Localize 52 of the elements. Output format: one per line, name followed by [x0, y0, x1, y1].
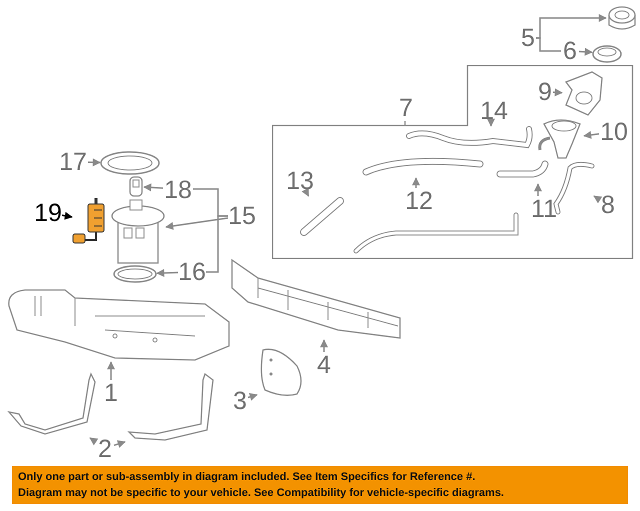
leader-line [536, 37, 561, 52]
leader-arrow [107, 361, 115, 380]
leader-arrow [156, 268, 178, 277]
leader-arrow [583, 130, 600, 139]
leader-arrow [412, 177, 420, 188]
leader-arrow [248, 393, 258, 401]
leader-arrow [89, 437, 98, 446]
leader-arrow [320, 339, 328, 352]
callout-number: 3 [232, 388, 248, 412]
callout-number: 5 [520, 25, 536, 51]
notice-text: Diagram may not be specific to your vehicle. See Compatibility for vehicle-specific diagrams. [18, 486, 505, 501]
callout-number: 8 [600, 192, 616, 218]
fitting-drawing [128, 176, 144, 197]
callout-number: 1 [103, 380, 119, 404]
leader-arrow [114, 440, 126, 448]
callout-number: 11 [529, 196, 559, 220]
leader-arrow [593, 195, 602, 204]
callout-number: 9 [537, 79, 553, 105]
leader-line [206, 215, 228, 273]
notice-text: Only one part or sub-assembly in diagram included. See Item Specifics for Reference #. [18, 470, 476, 485]
hose-drawing [300, 196, 346, 236]
cap-drawing [606, 5, 638, 31]
callout-number: 10 [599, 119, 629, 145]
leader-arrow [62, 212, 73, 220]
leader-arrow [552, 88, 563, 96]
callout-number: 6 [561, 38, 579, 64]
leader-arrow [534, 183, 542, 196]
callout-number: 14 [479, 98, 509, 122]
seal-drawing [592, 43, 622, 63]
callout-number: 15 [228, 203, 256, 229]
callout-number: 16 [178, 259, 206, 285]
leader-arrow [165, 217, 228, 230]
pump-module-drawing [110, 198, 166, 264]
leader-arrow [143, 183, 164, 192]
filler-neck-drawing [536, 118, 584, 160]
seal-ring-drawing [113, 265, 157, 283]
leader-arrow [302, 188, 310, 197]
housing-drawing [562, 70, 604, 117]
callout-number: 12 [404, 188, 434, 212]
callout-number: 4 [316, 352, 332, 376]
callout-number: 7 [398, 95, 414, 121]
leader-arrow [487, 118, 495, 127]
callout-number: 2 [96, 436, 114, 460]
callout-number: 19 [34, 200, 62, 226]
callout-number: 17 [58, 149, 88, 175]
callout-number: 18 [163, 177, 193, 201]
leader-arrow [578, 48, 593, 56]
notice-banner [12, 466, 628, 504]
gasket-drawing [100, 151, 160, 175]
callout-number: 13 [285, 168, 315, 192]
hose-drawing [403, 126, 533, 150]
leader-arrow [88, 158, 101, 166]
